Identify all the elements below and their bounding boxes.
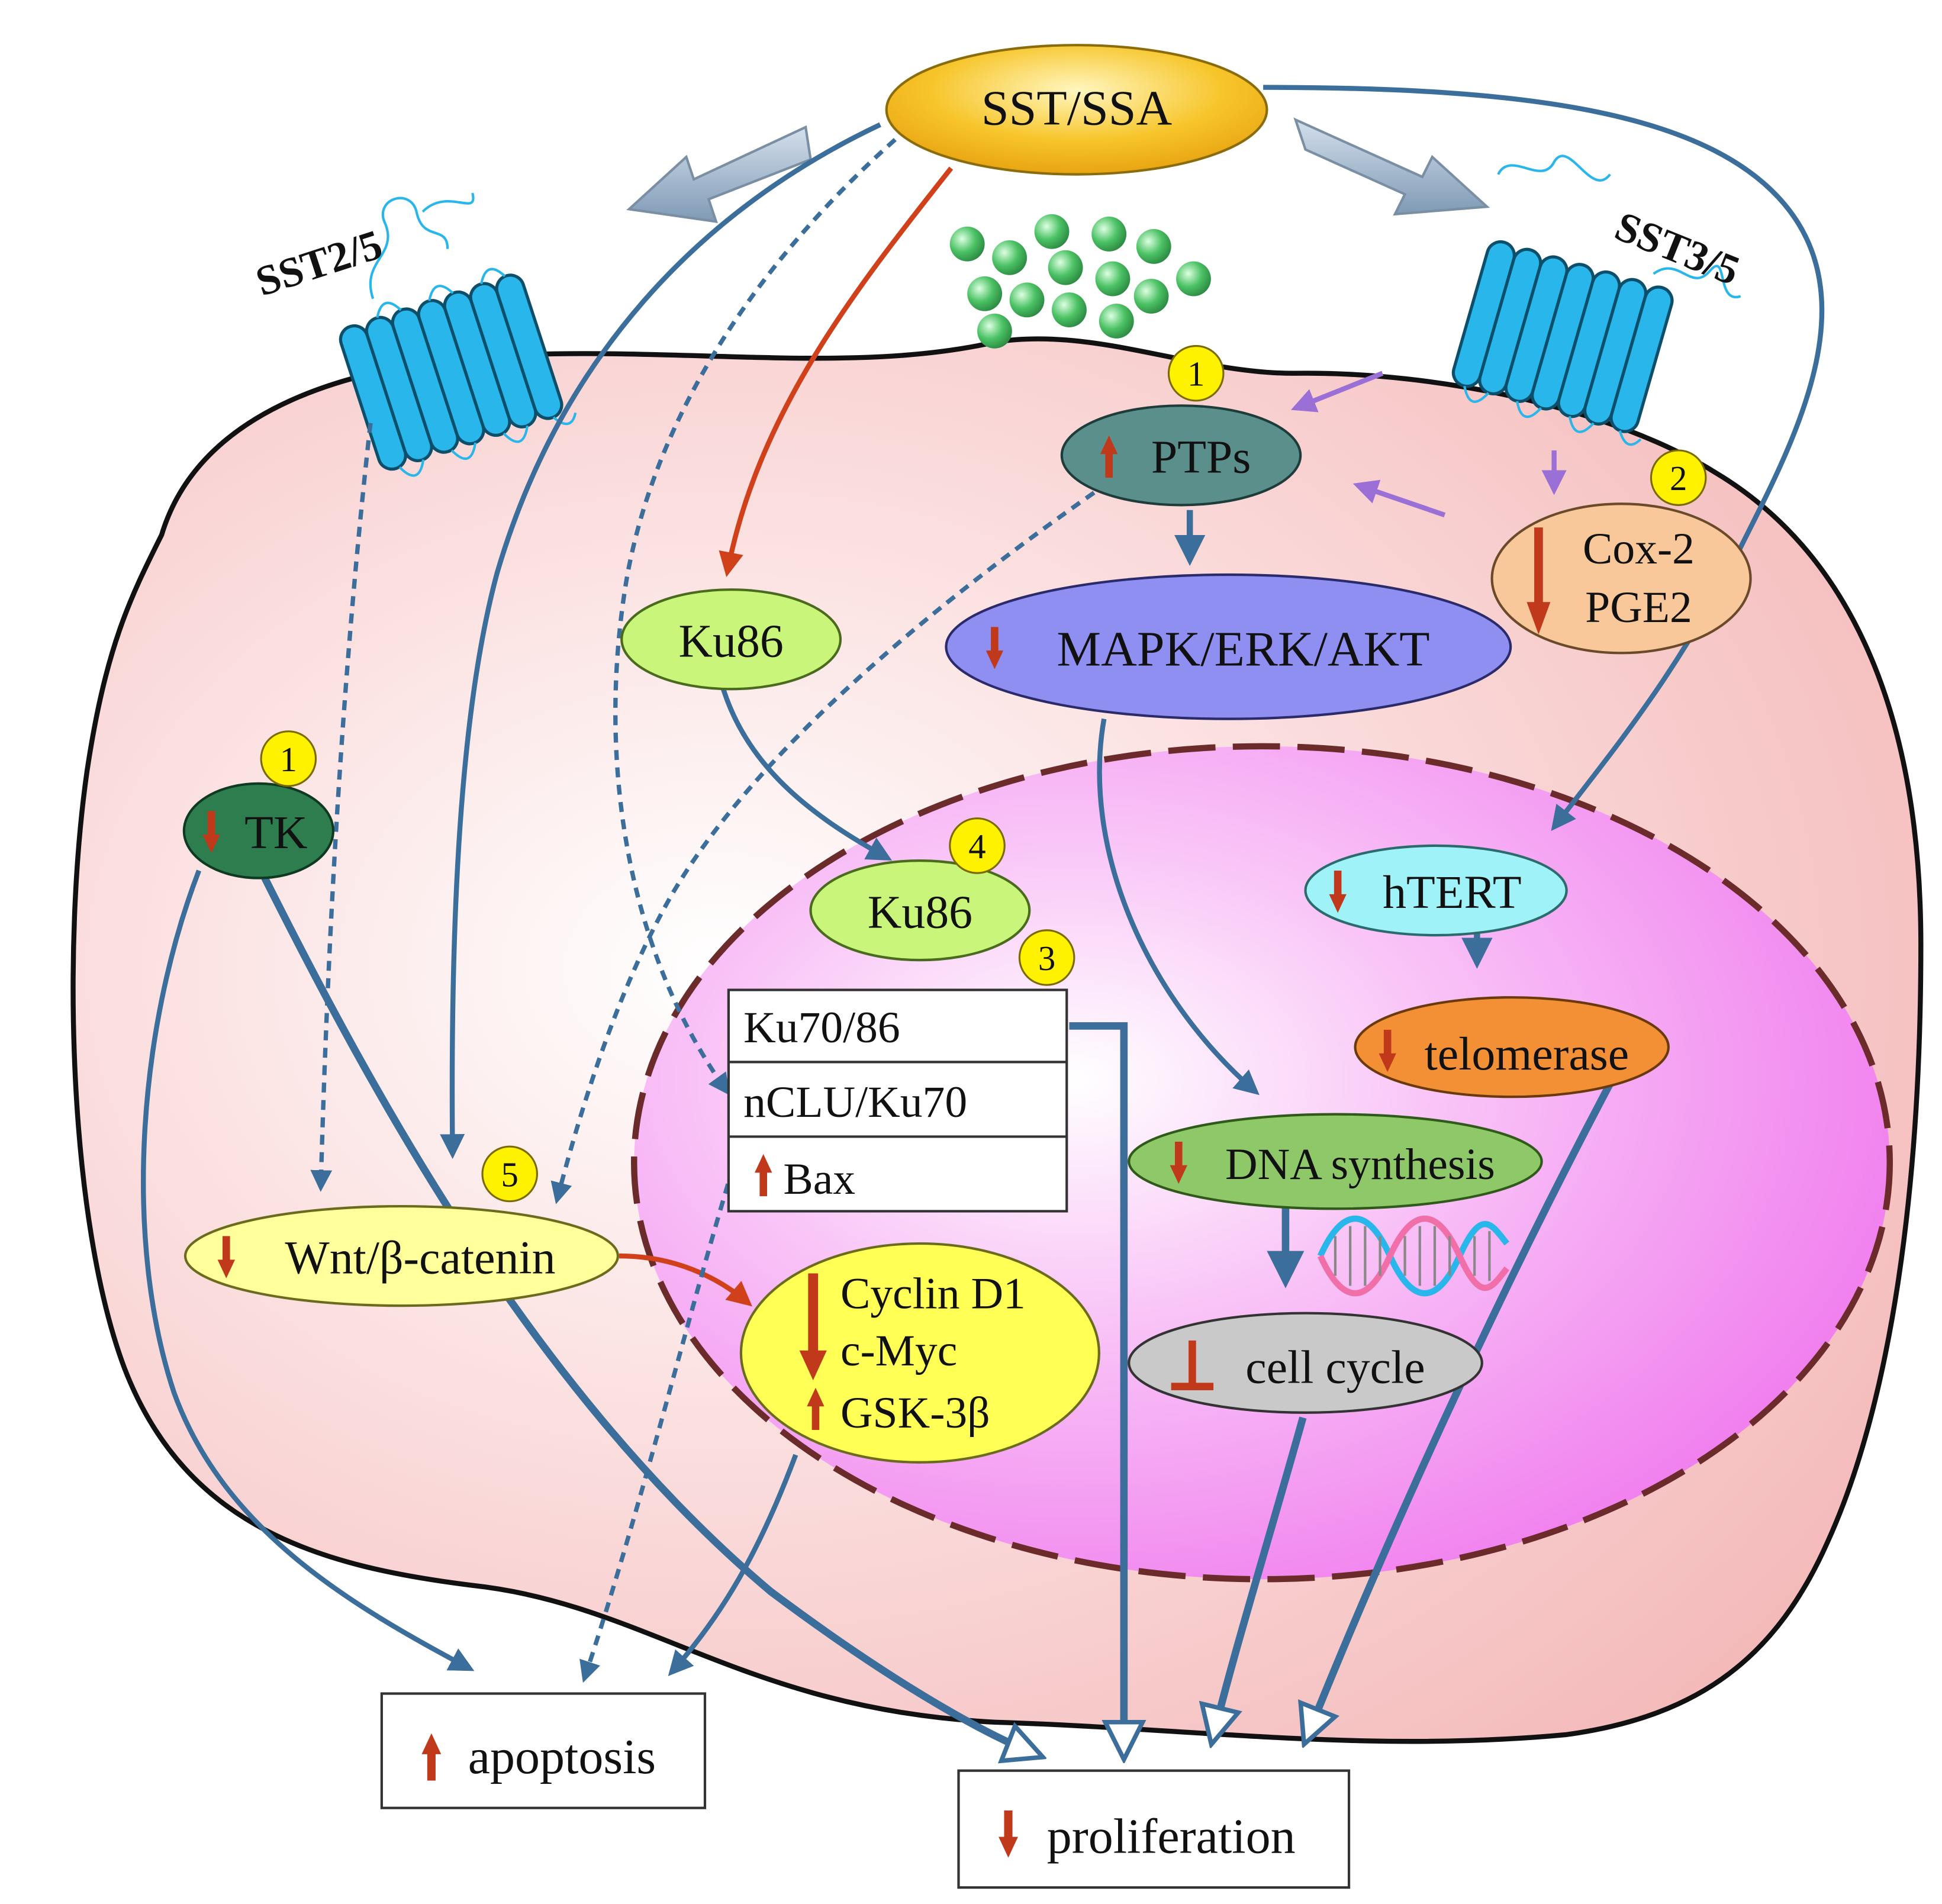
cox2-node [1490, 502, 1752, 655]
ptps-label: PTPs [1151, 431, 1251, 484]
arrow-to-sst35 [1293, 117, 1490, 216]
badge-ku86 [949, 817, 1006, 874]
inhibition-icon [1171, 1340, 1214, 1390]
arrow-telomerase-to-proliferation [1306, 1070, 1620, 1741]
cyclin-d1-label: Cyclin D1 [840, 1269, 1026, 1318]
arrow-cox2-to-ptps [1352, 479, 1446, 518]
badge-tk [260, 730, 317, 787]
telomerase-node [1354, 996, 1670, 1098]
bax-label: Bax [783, 1155, 855, 1204]
apoptosis-label: apoptosis [468, 1729, 656, 1784]
arrow-cellcycle-to-proliferation [1212, 1416, 1307, 1741]
badge-cox2 [1650, 449, 1707, 506]
telomerase-label: telomerase [1425, 1028, 1629, 1080]
badge-ku-complex-label: 3 [1038, 939, 1055, 978]
arrow-wnt-to-cyclin [619, 1253, 752, 1307]
cyclin-node [739, 1242, 1100, 1464]
tk-label: TK [244, 807, 307, 859]
mapk-node [945, 573, 1512, 720]
arrow-sst-to-ku86 [719, 166, 954, 578]
ku86-cyto-label: Ku86 [678, 616, 783, 668]
arrow-tk-to-proliferation [257, 869, 1039, 1756]
dna-synthesis-label: DNA synthesis [1225, 1140, 1495, 1189]
htert-node [1304, 844, 1568, 937]
arrow-cyclin-to-apoptosis [668, 1454, 798, 1677]
arrow-tk-to-apoptosis [141, 869, 475, 1671]
arrow-sst35-to-ptps [1290, 371, 1384, 413]
mapk-label: MAPK/ERK/AKT [1057, 621, 1429, 676]
arrow-bax-to-apoptosis [579, 1133, 746, 1683]
sst25-label: SST2/5 [250, 221, 388, 305]
ku86-nuc-node [809, 859, 1031, 962]
sst-granules [949, 214, 1211, 349]
badge-wnt-label: 5 [501, 1155, 518, 1194]
sst-ssa-label: SST/SSA [981, 81, 1173, 136]
ku70-86-label: Ku70/86 [743, 1003, 900, 1052]
ku86-nuc-label: Ku86 [868, 887, 972, 939]
arrow-ku86-to-nucku86 [719, 681, 893, 861]
badge-ku86-label: 4 [968, 827, 986, 866]
sst35-receptor [1451, 154, 1741, 446]
arrow-sst25-to-wnt [310, 423, 373, 1192]
arrow-ku-to-proliferation [1069, 1022, 1123, 1755]
cox2-label: Cox-2 [1583, 524, 1695, 574]
sst25-receptor [339, 192, 577, 477]
proliferation-label: proliferation [1047, 1809, 1296, 1864]
ptps-node [1060, 404, 1302, 507]
pge2-label: PGE2 [1585, 583, 1692, 632]
dna-helix-icon [1317, 1215, 1509, 1297]
badge-tk-label: 1 [280, 740, 297, 779]
badge-ku-complex [1018, 929, 1075, 986]
cmyc-label: c-Myc [840, 1326, 957, 1375]
down-arrow-icon [1526, 527, 1551, 634]
sst-ssa-node [885, 44, 1268, 176]
arrow-mapk-to-dna [1097, 718, 1260, 1096]
badge-wnt [481, 1145, 538, 1203]
arrow-sst-to-wnt [440, 122, 881, 1159]
ku86-cyto-node [620, 588, 842, 691]
dna-synthesis-node [1128, 1113, 1543, 1210]
cellcycle-node [1128, 1312, 1483, 1414]
tk-node [182, 782, 335, 879]
badge-ptps [1167, 344, 1225, 402]
ku-complex-table [727, 988, 1068, 1213]
nclu-ku70-label: nCLU/Ku70 [743, 1078, 967, 1127]
badge-ptps-label: 1 [1187, 355, 1205, 394]
proliferation-box [957, 1769, 1351, 1889]
htert-label: hTERT [1383, 866, 1522, 919]
arrow-ptps-to-wnt [550, 491, 1096, 1204]
badge-cox2-label: 2 [1670, 459, 1687, 498]
wnt-node [183, 1204, 620, 1307]
wnt-label: Wnt/β-catenin [285, 1232, 555, 1284]
down-arrow-icon [799, 1273, 827, 1381]
arrow-to-sst25 [626, 125, 812, 224]
arrow-sst-to-htert [1263, 85, 1825, 832]
gsk3b-label: GSK-3β [840, 1388, 990, 1438]
cellcycle-label: cell cycle [1245, 1341, 1425, 1393]
